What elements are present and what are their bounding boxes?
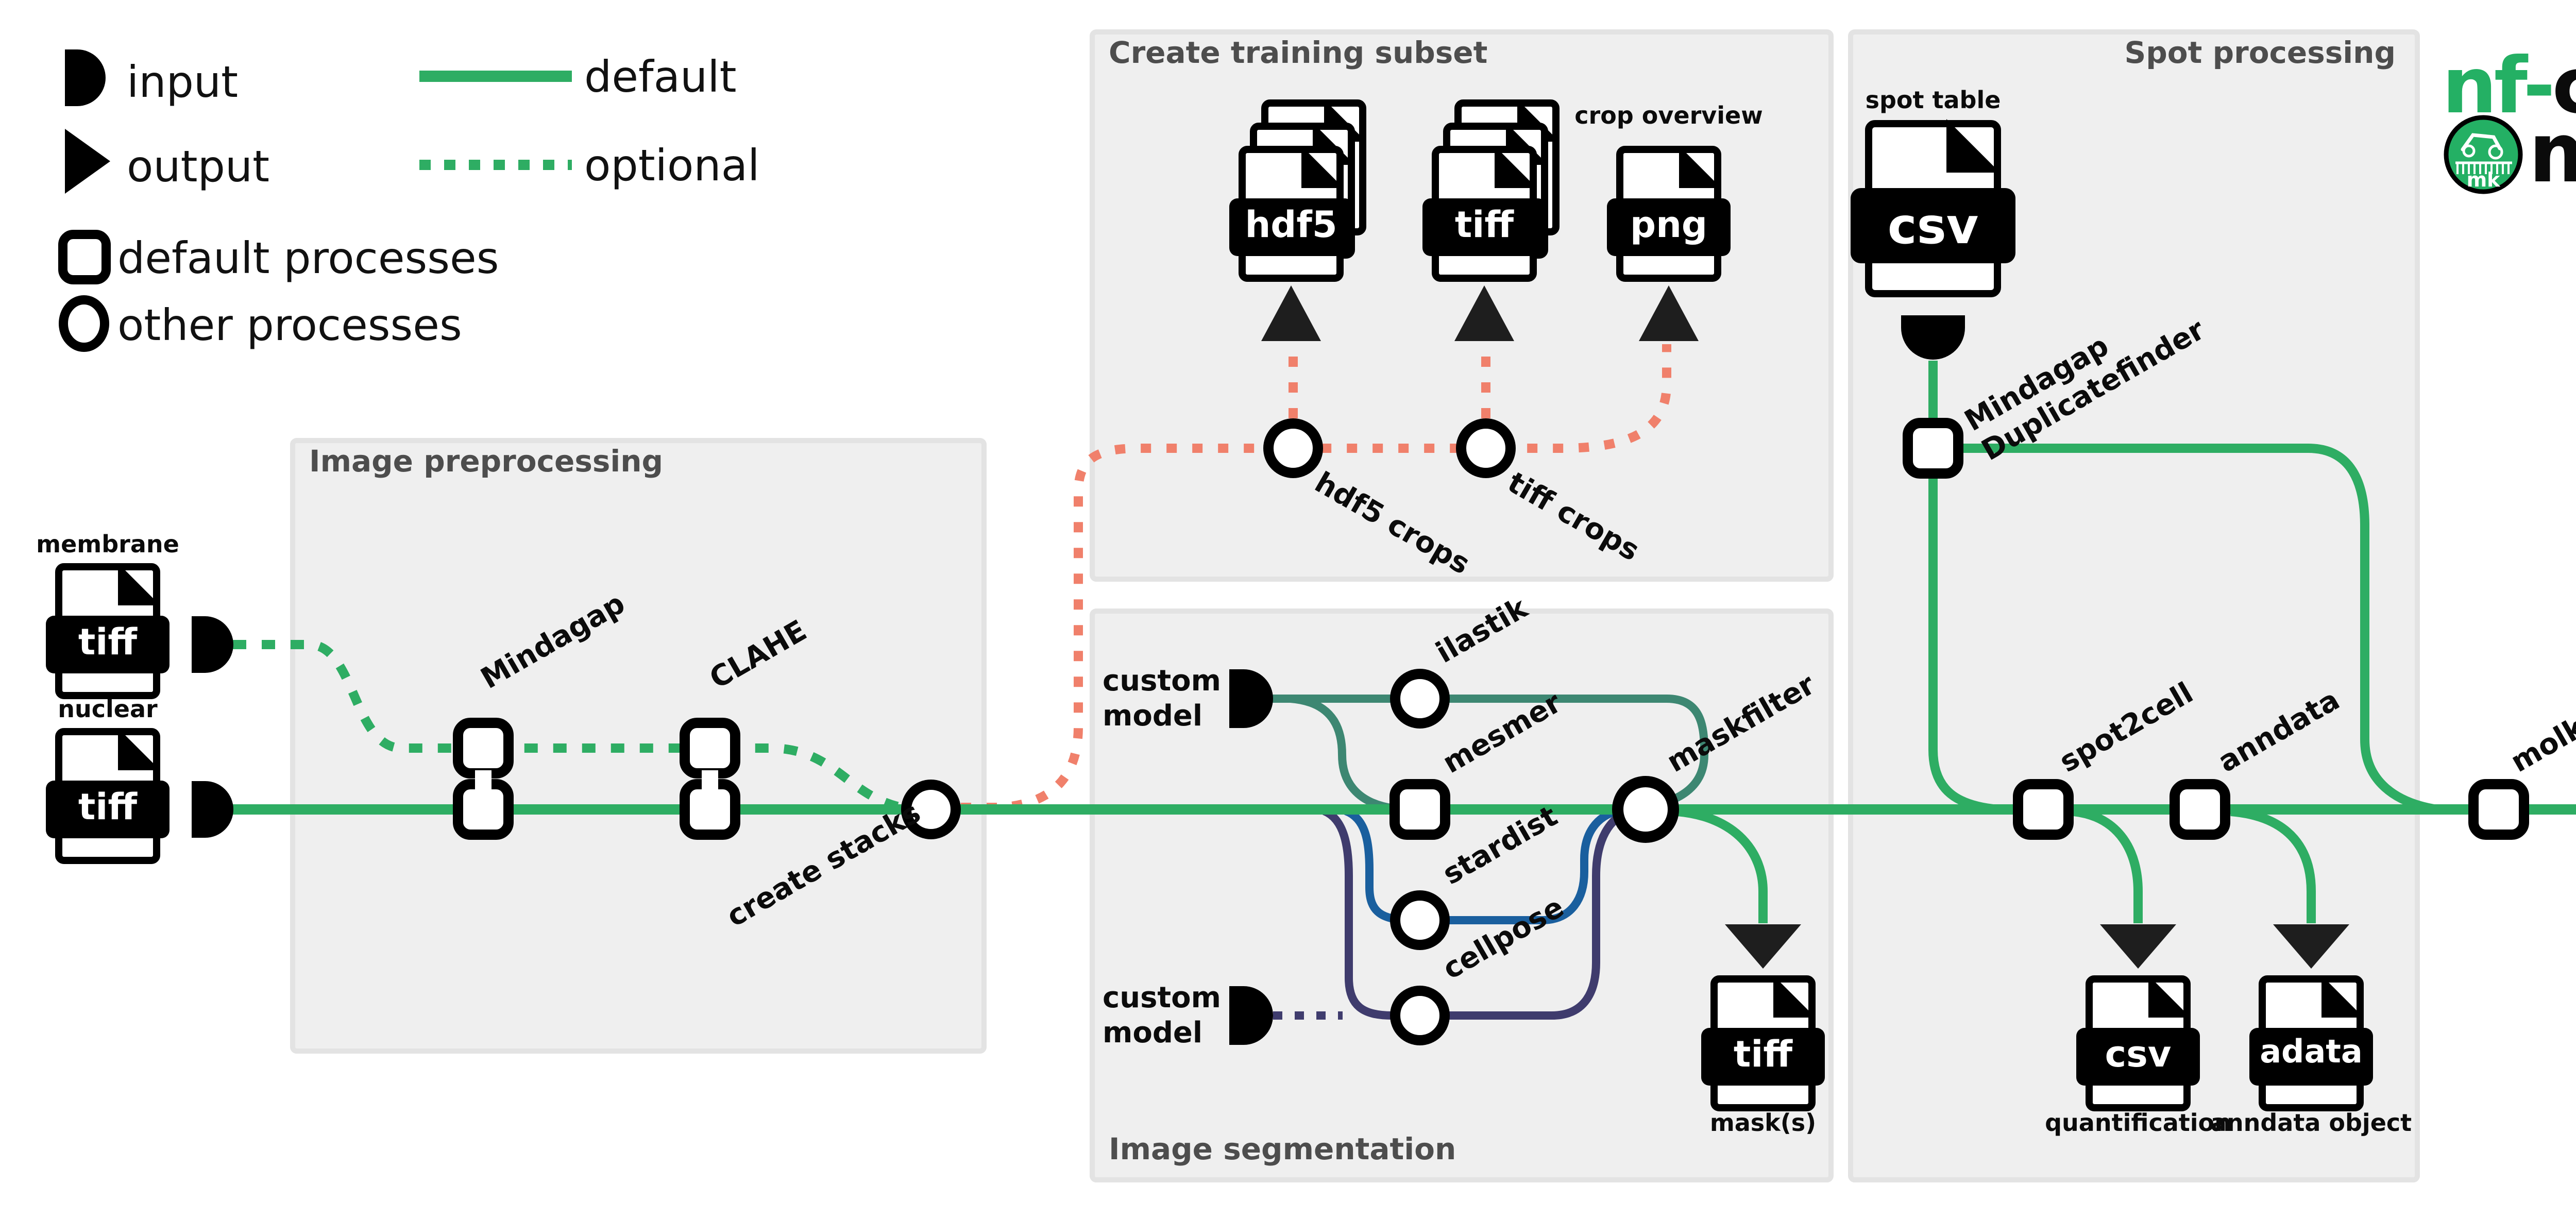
legend-output-icon [65, 129, 110, 194]
quantification-caption: quantification [2045, 1109, 2231, 1137]
cellpose-line [1322, 806, 1634, 1020]
arrows [1261, 285, 2349, 969]
nuclear-ext-label: tiff [78, 786, 138, 828]
badge-mk-label: mk [2467, 168, 2501, 191]
nuclear-input-icon [192, 781, 233, 838]
mask-output-arrow-icon [1725, 924, 1801, 969]
tiff-crops-file-stack-icon: tiff [1422, 99, 1560, 282]
tiff-crops-station-icon [1456, 418, 1516, 478]
svg-text:model: model [1103, 699, 1202, 733]
custom-model-bottom-input-icon [1229, 986, 1273, 1045]
svg-text:custom: custom [1103, 981, 1221, 1014]
custom-model-top-label: custom model [1103, 664, 1221, 733]
quant-ext-label: csv [2105, 1033, 2172, 1075]
preprocessing-header: Image preprocessing [309, 444, 663, 479]
hdf5-file-stack-icon: hdf5 [1229, 99, 1366, 282]
membrane-tiff-file-icon: tiff [46, 563, 170, 699]
quantification-output-arrow-icon [2100, 924, 2176, 969]
maskfilter-station-icon [1612, 776, 1679, 843]
legend-output-label: output [127, 141, 269, 192]
adata-ext-label: adata [2260, 1033, 2363, 1070]
mask-tiff-file-icon: tiff [1701, 975, 1825, 1111]
training-header: Create training subset [1109, 35, 1487, 70]
duplicatefinder-right-line [1962, 444, 2438, 814]
nf-core-molkart-logo: nf-core/ mk molkart [2442, 41, 2576, 201]
png-ext-label: png [1630, 204, 1707, 246]
nuclear-tiff-file-icon: tiff [46, 728, 170, 864]
anndata-output-line [2230, 807, 2316, 923]
spot-csv-ext-label: csv [1888, 197, 1979, 255]
duplicatefinder-down-line [1928, 477, 1998, 814]
box-image-segmentation [1090, 608, 1834, 1182]
legend-optional-label: optional [584, 140, 759, 191]
training-main-dashed-line [961, 344, 1671, 812]
stardist-line [1344, 806, 1620, 924]
nuclear-caption: nuclear [58, 695, 158, 723]
box-image-preprocessing [290, 438, 987, 1054]
training-subset-lines [961, 344, 1671, 812]
spot-table-input-icon [1901, 315, 1965, 360]
membrane-ext-label: tiff [78, 621, 138, 663]
spot-header: Spot processing [2125, 35, 2396, 70]
mask-output-line [1676, 807, 1768, 923]
segmentation-header: Image segmentation [1109, 1131, 1456, 1166]
cellpose-station-icon [1390, 986, 1450, 1045]
legend-input-icon [65, 49, 106, 106]
logo-nf: nf- [2442, 41, 2552, 131]
legend-default-process-icon [58, 230, 111, 284]
spot-table-csv-file-icon: csv [1851, 119, 2015, 297]
clahe-station-icon [680, 718, 740, 840]
mesmer-station-icon [1389, 779, 1450, 840]
spot-table-caption: spot table [1866, 86, 2001, 114]
mindagap-station-icon [453, 718, 514, 840]
hdf5-output-arrow-icon [1261, 285, 1321, 341]
legend-other-process-icon [59, 295, 109, 352]
duplicatefinder-station-icon [1903, 418, 1963, 479]
stations [453, 418, 2529, 1045]
anndata-object-caption: anndata object [2211, 1109, 2412, 1137]
create-stacks-station-icon [901, 780, 961, 839]
custom-model-bottom-label: custom model [1103, 981, 1221, 1050]
legend-other-processes-label: other processes [117, 300, 462, 350]
legend-default-label: default [584, 52, 737, 102]
legend-default-processes-label: default processes [117, 233, 499, 283]
default-lines [233, 361, 2576, 923]
hdf5-crops-station-icon [1263, 418, 1323, 478]
input-glyphs [192, 315, 1965, 1045]
mk-badge-icon: mk [2444, 115, 2523, 194]
svg-text:custom: custom [1103, 664, 1221, 698]
legend-input-label: input [127, 57, 238, 107]
molkartqc-label: molkartqc [2505, 668, 2576, 779]
ilastik-branch-line [1290, 695, 1395, 813]
svg-text:model: model [1103, 1016, 1202, 1050]
quantification-csv-file-icon: csv [2076, 975, 2200, 1111]
anndata-output-arrow-icon [2273, 924, 2349, 969]
legend: input output default processes other pro… [58, 49, 759, 352]
logo-molkart: molkart [2529, 105, 2576, 201]
quantification-output-line [2073, 807, 2143, 923]
logo-core: core/ [2552, 41, 2576, 131]
tiff-crops-output-arrow-icon [1454, 285, 1514, 341]
adata-file-icon: adata [2249, 975, 2373, 1111]
membrane-input-icon [192, 616, 233, 673]
ilastik-station-icon [1390, 669, 1450, 729]
spot2cell-station-icon [2013, 779, 2074, 840]
molkartqc-station-icon [2468, 779, 2529, 840]
box-spot-processing [1848, 29, 2420, 1182]
png-file-icon: png [1607, 146, 1731, 282]
membrane-caption: membrane [36, 530, 179, 558]
hdf5-ext-label: hdf5 [1245, 204, 1337, 246]
anndata-station-icon [2170, 779, 2230, 840]
mask-caption: mask(s) [1710, 1109, 1816, 1137]
custom-model-top-input-icon [1229, 669, 1273, 728]
mask-ext-label: tiff [1734, 1033, 1793, 1075]
tiff-crops-ext-label: tiff [1455, 204, 1514, 246]
stardist-station-icon [1390, 890, 1450, 950]
png-output-arrow-icon [1639, 285, 1699, 341]
logo-line1: nf-core/ [2442, 41, 2576, 131]
crop-overview-caption: crop overview [1574, 102, 1762, 129]
